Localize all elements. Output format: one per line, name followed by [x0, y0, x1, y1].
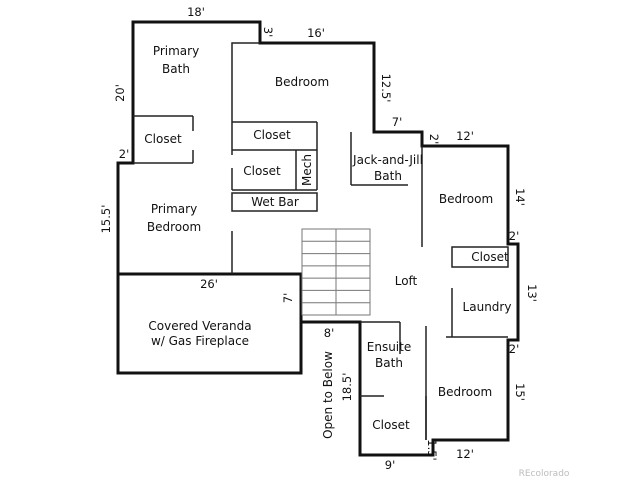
dim-bottom-width-12: 12': [456, 447, 474, 461]
wet-bar-counter: [231, 192, 318, 212]
dim-left-height-20: 20': [113, 84, 127, 102]
staircase: [301, 228, 371, 316]
jack-jill-label-1: Jack-and-Jill: [352, 153, 423, 167]
jack-jill-label-2: Bath: [374, 169, 402, 183]
closet-right-box: [451, 246, 509, 268]
mech-label: Mech: [300, 154, 314, 186]
closet-right-label: Closet: [471, 250, 509, 264]
veranda-label-1: Covered Veranda: [148, 319, 251, 333]
closet-left-label: Closet: [144, 132, 182, 146]
stair-treads: [302, 240, 370, 304]
dim-step-2-upper: 2': [427, 134, 441, 144]
dim-jog-3: 3': [261, 27, 275, 37]
closet-center-top-label: Closet: [253, 128, 291, 142]
ensuite-label-1: Ensuite: [367, 340, 411, 354]
closet-bottom-label: Closet: [372, 418, 410, 432]
dim-step-1-5: 1.5': [425, 439, 439, 460]
bedroom-right-label: Bedroom: [439, 192, 493, 206]
ensuite-label-2: Bath: [375, 356, 403, 370]
dim-bottom-width-9: 9': [385, 458, 395, 472]
dim-step-8: 8': [324, 326, 334, 340]
dim-right-step-2-mid: 2': [509, 229, 519, 243]
bedroom-top-wall: [231, 42, 260, 155]
dim-veranda-width-26: 26': [200, 277, 218, 291]
dim-veranda-height-7: 7': [281, 293, 295, 303]
primary-bath-label-2: Bath: [162, 62, 190, 76]
dim-left-height-18-5: 18.5': [340, 373, 354, 402]
dim-top-width-16: 16': [307, 26, 325, 40]
dim-right-height-12-5: 12.5': [379, 74, 393, 103]
primary-bath-label-1: Primary: [153, 44, 199, 58]
wet-bar-label: Wet Bar: [251, 195, 299, 209]
dim-left-height-15-5: 15.5': [99, 205, 113, 234]
laundry-label: Laundry: [463, 300, 512, 314]
dim-width-12-upper: 12': [456, 129, 474, 143]
dim-top-left-width: 18': [187, 5, 205, 19]
veranda-label-2: w/ Gas Fireplace: [151, 334, 249, 348]
closet-center-label: Closet: [243, 164, 281, 178]
dim-step-7: 7': [392, 115, 402, 129]
dim-right-step-2-lower: 2': [509, 342, 519, 356]
dim-left-step-2: 2': [119, 147, 129, 161]
dim-right-height-13: 13': [525, 284, 539, 302]
dim-right-height-14: 14': [513, 188, 527, 206]
primary-bedroom-label-1: Primary: [151, 202, 197, 216]
open-to-below-label: Open to Below: [321, 351, 335, 439]
outer-wall-left: [116, 20, 362, 324]
loft-label: Loft: [395, 274, 418, 288]
bedroom-top-label: Bedroom: [275, 75, 329, 89]
outer-wall-upper-left: [131, 20, 520, 457]
watermark: REcolorado: [519, 469, 570, 479]
dim-right-height-15: 15': [513, 383, 527, 401]
interior-walls: [133, 42, 509, 440]
primary-bedroom-label-2: Bedroom: [147, 220, 201, 234]
bedroom-bottom-label: Bedroom: [438, 385, 492, 399]
veranda-outline: [116, 272, 303, 375]
